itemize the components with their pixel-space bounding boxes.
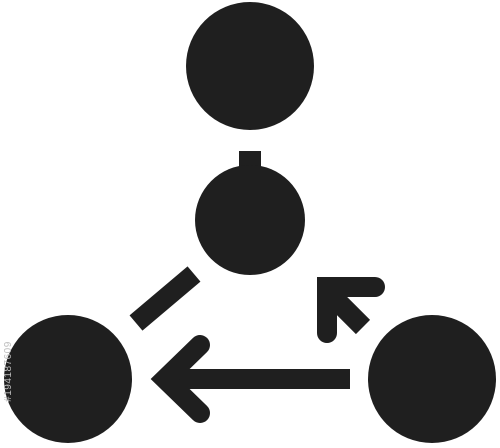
- bottom-left-node-icon: [4, 315, 132, 443]
- left-arrow-icon: [150, 335, 350, 423]
- up-right-arrow-icon: [317, 277, 385, 343]
- diagonal-link-icon: [129, 266, 201, 331]
- middle-node-icon: [195, 165, 305, 275]
- top-node-icon: [186, 2, 314, 130]
- icon-shapes: [4, 2, 496, 443]
- bottom-right-node-icon: [368, 315, 496, 443]
